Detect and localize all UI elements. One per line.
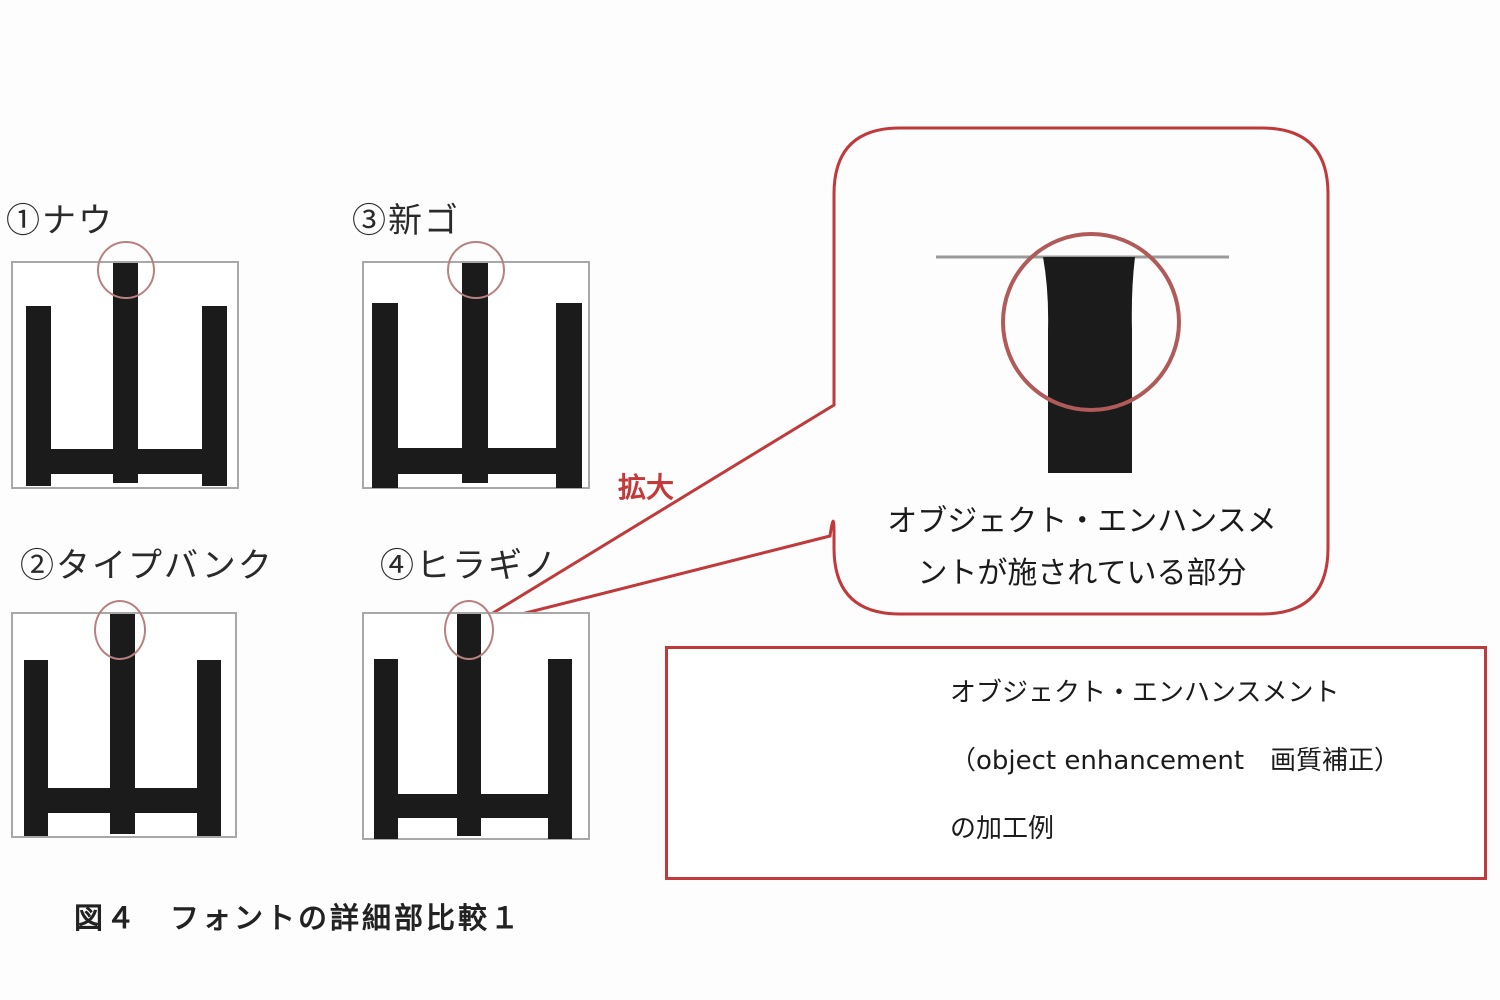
legend-box bbox=[665, 646, 1487, 880]
enlarged-stroke bbox=[1043, 257, 1135, 473]
font-label-shingo: ③新ゴ bbox=[352, 201, 460, 241]
legend-line-3: の加工例 bbox=[950, 814, 1055, 844]
callout-line-1: オブジェクト・エンハンスメ bbox=[887, 504, 1277, 539]
callout-line-2: ントが施されている部分 bbox=[917, 556, 1247, 591]
zoom-label: 拡大 bbox=[618, 471, 675, 504]
font-label-typebank: ②タイプバンク bbox=[20, 546, 274, 586]
glyph-sample-nau bbox=[11, 241, 239, 489]
glyph-sample-hiragino bbox=[362, 600, 590, 840]
glyph-sample-shingo bbox=[362, 241, 590, 489]
legend-line-1: オブジェクト・エンハンスメント bbox=[950, 678, 1340, 708]
glyph-center-stroke bbox=[462, 263, 488, 483]
legend-line-2: （object enhancement 画質補正） bbox=[950, 746, 1401, 776]
glyph-bottom-stroke bbox=[372, 448, 582, 474]
glyph-bottom-stroke bbox=[374, 794, 572, 818]
highlight-circle bbox=[444, 600, 494, 660]
glyph-bottom-stroke bbox=[24, 788, 220, 813]
enlarged-highlight-circle bbox=[1001, 232, 1181, 412]
highlight-circle bbox=[447, 241, 505, 299]
highlight-circle bbox=[94, 600, 146, 660]
glyph-center-stroke bbox=[113, 263, 138, 483]
callout-bubble bbox=[469, 126, 1330, 629]
glyph-sample-typebank bbox=[11, 600, 237, 838]
highlight-circle bbox=[97, 241, 155, 299]
glyph-bottom-stroke bbox=[26, 449, 226, 474]
callout-text: オブジェクト・エンハンスメ ントが施されている部分 bbox=[840, 496, 1324, 600]
font-label-nau: ①ナウ bbox=[6, 201, 114, 241]
font-label-hiragino: ④ヒラギノ bbox=[380, 546, 559, 586]
figure-caption: 図４ フォントの詳細部比較１ bbox=[74, 901, 523, 935]
